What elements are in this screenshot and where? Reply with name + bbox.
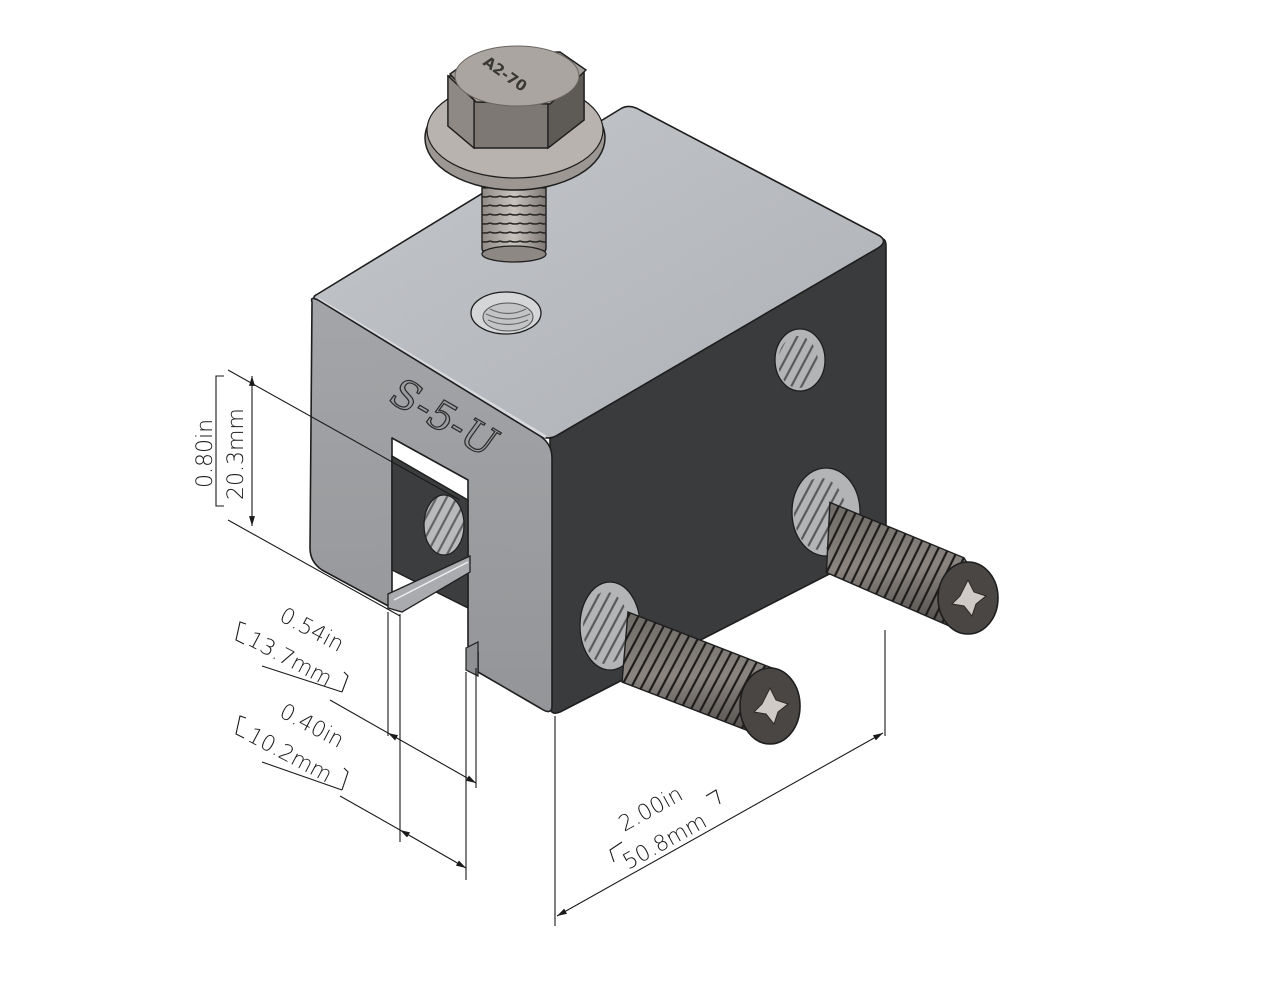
dim-height-imperial: 0.80in [193, 419, 218, 488]
slot-lip [387, 554, 471, 613]
dimension-lip-width: 0.40in 10.2mm [235, 699, 467, 869]
hex-flange-bolt: A2-70 [424, 45, 606, 263]
front-face [309, 297, 553, 713]
torx-drive-icon [950, 578, 988, 618]
clamp-body: S-5-U [309, 105, 887, 714]
extension-lines-slot [387, 612, 477, 880]
set-screw-right [791, 467, 999, 635]
dimension-height: 0.80in 20.3mm [193, 369, 461, 617]
set-screw-left [579, 581, 801, 745]
torx-drive-icon [752, 686, 790, 726]
dim-height-metric: 20.3mm [224, 408, 249, 500]
front-lip [465, 641, 479, 677]
